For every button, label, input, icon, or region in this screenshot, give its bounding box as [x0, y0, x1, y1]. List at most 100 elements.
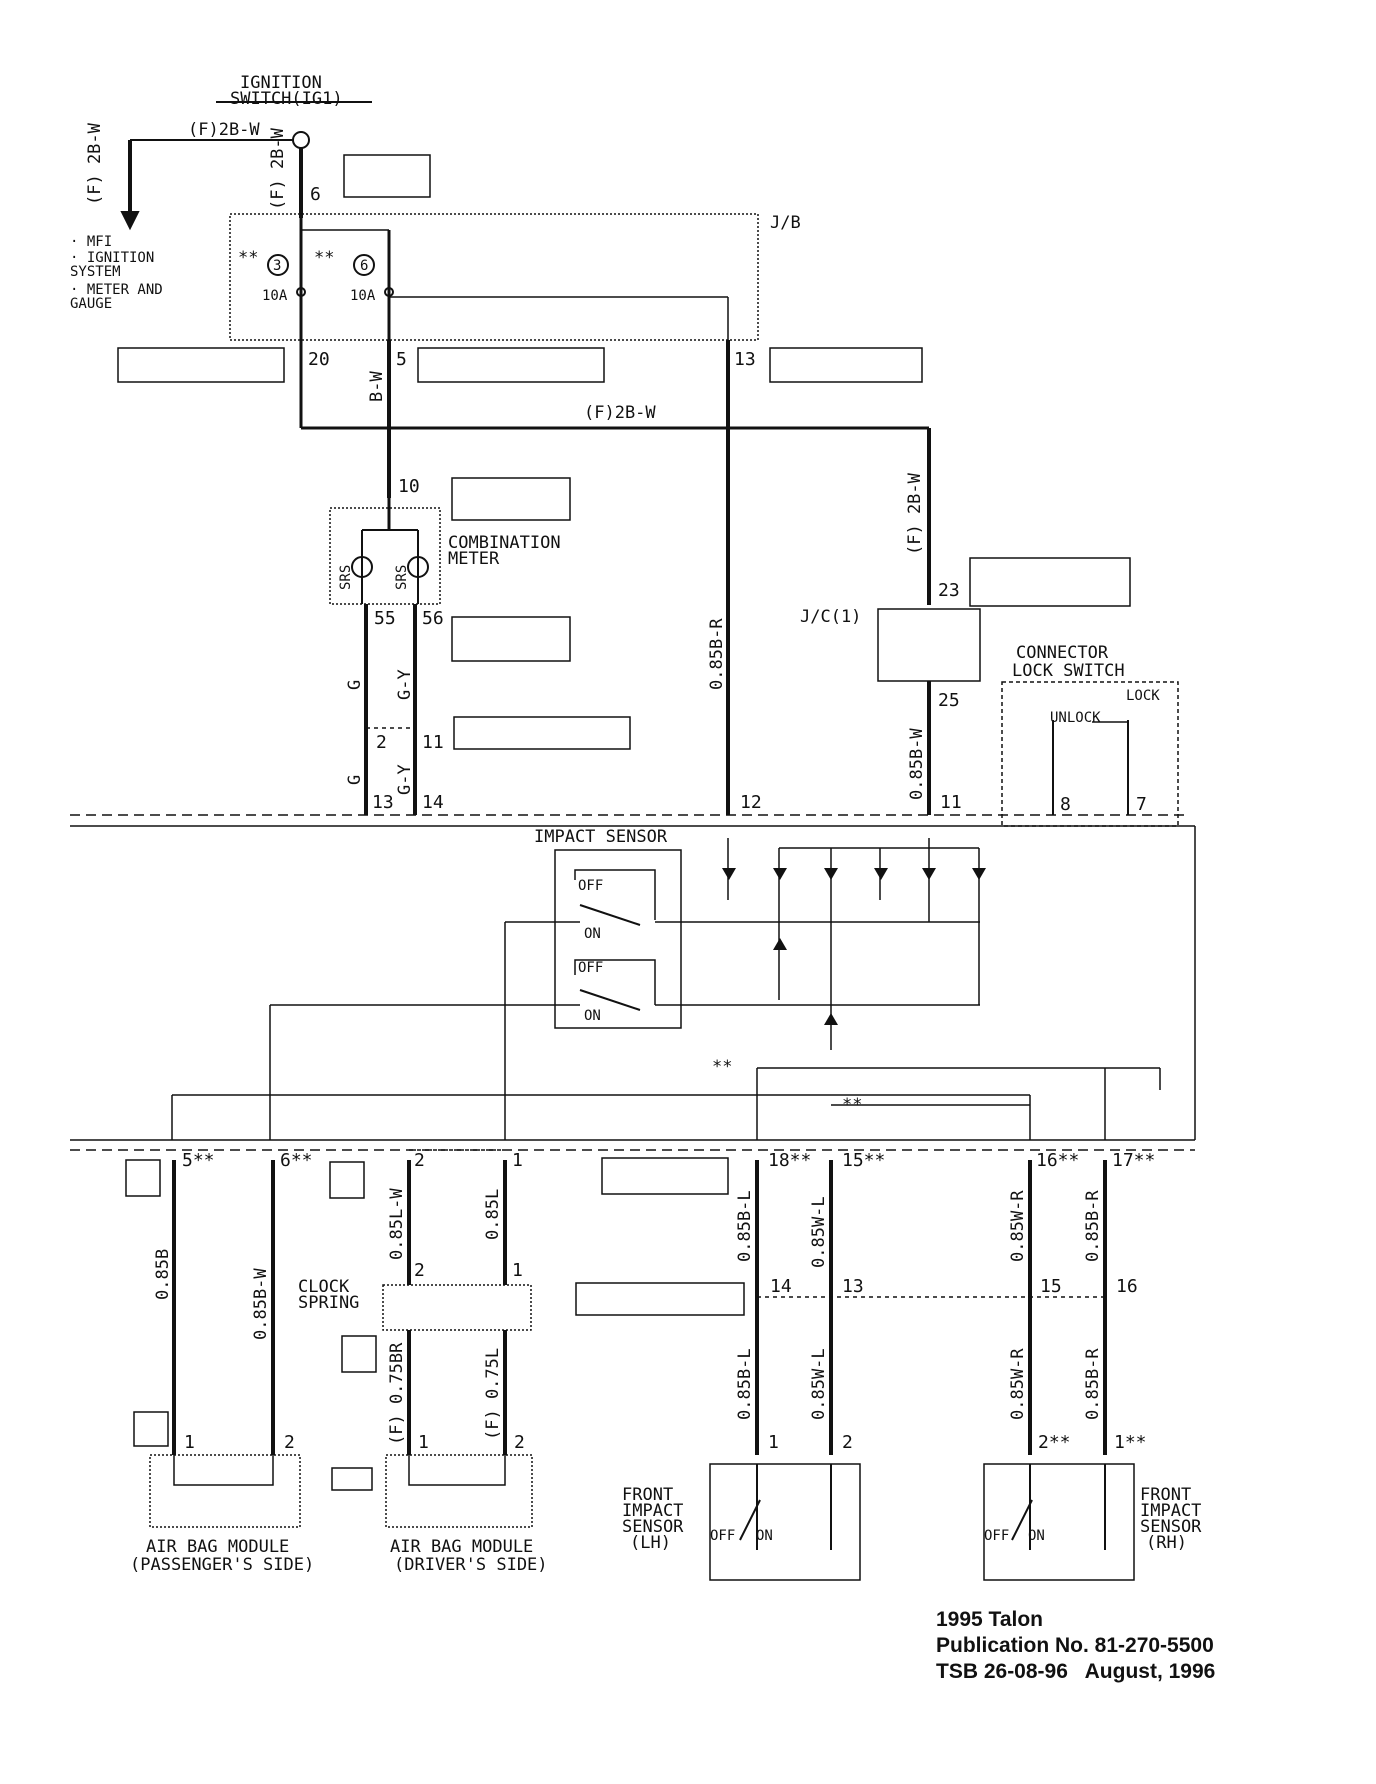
combination-meter-label2: METER — [448, 549, 500, 569]
fis-rh-on: ON — [1028, 1528, 1045, 1544]
pin-2: 2 — [376, 732, 387, 753]
pin-14: 14 — [422, 792, 444, 813]
jc-label: J/C(1) — [800, 607, 861, 627]
ignition-switch-label2: SWITCH(IG1) — [230, 89, 343, 109]
pin-56: 56 — [422, 608, 444, 629]
pin-8: 8 — [1060, 794, 1071, 815]
fis-rh-label3: SENSOR — [1140, 1517, 1202, 1537]
stars-fuse3-left: ** — [238, 248, 258, 268]
pin-1-module-p: 1 — [184, 1432, 195, 1453]
unlock-label: UNLOCK — [1050, 710, 1101, 726]
pin-1-fis-rh: 1** — [1114, 1432, 1147, 1453]
stars-2: ** — [842, 1095, 862, 1115]
pin-5-lower: 5** — [182, 1150, 215, 1171]
wire-085wl: 0.85W-L — [809, 1196, 829, 1268]
pin-2-module-d: 2 — [514, 1432, 525, 1453]
footer-model: 1995 Talon — [936, 1608, 1043, 1631]
wire-075br: (F) 0.75BR — [387, 1342, 407, 1445]
wire-085br: 0.85B-R — [707, 618, 727, 690]
wire-085br2: 0.85B-R — [1083, 1190, 1103, 1262]
pin-2b: 2 — [414, 1260, 425, 1281]
pin-11a: 11 — [422, 732, 444, 753]
jb-label: J/B — [770, 213, 801, 233]
pin-7: 7 — [1136, 794, 1147, 815]
pin-2-fis-lh: 2 — [842, 1432, 853, 1453]
clock-spring-label1: CLOCK — [298, 1277, 350, 1297]
pin-25: 25 — [938, 690, 960, 711]
wire-085bl2: 0.85B-L — [735, 1348, 755, 1420]
on-label-1: ON — [584, 926, 601, 942]
pin-15-lower: 15 — [1040, 1276, 1062, 1297]
wire-085bw-lower: 0.85B-W — [251, 1268, 271, 1340]
wire-label-main: (F) 2B-W — [268, 127, 288, 210]
on-label-2: ON — [584, 1008, 601, 1024]
pin-55: 55 — [374, 608, 396, 629]
wire-085wr: 0.85W-R — [1008, 1190, 1028, 1262]
pin-14-lower: 14 — [770, 1276, 792, 1297]
off-label-2: OFF — [578, 960, 603, 976]
wire-label-2bw-horiz: (F)2B-W — [584, 403, 656, 423]
srs-label2: SRS — [394, 565, 410, 590]
fuse6-number: 6 — [360, 258, 368, 274]
pin-13: 13 — [734, 349, 756, 370]
stars-fuse3-right: ** — [314, 248, 334, 268]
airbag-passenger-label2: (PASSENGER'S SIDE) — [130, 1555, 314, 1575]
fis-lh-label2: IMPACT — [622, 1501, 683, 1521]
stars-1: ** — [712, 1057, 732, 1077]
wire-label-top-left: (F)2B-W — [188, 120, 260, 140]
wire-label-drop: (F) 2B-W — [85, 122, 105, 205]
pin-10: 10 — [398, 476, 420, 497]
airbag-driver-label1: AIR BAG MODULE — [390, 1537, 533, 1557]
clock-spring-label2: SPRING — [298, 1293, 359, 1313]
wire-label-bw: B-W — [367, 371, 387, 402]
connector-label1: CONNECTOR — [1016, 643, 1109, 663]
pin-1-fis-lh: 1 — [768, 1432, 779, 1453]
pin-1b: 1 — [512, 1260, 523, 1281]
mfi-item-2: SYSTEM — [70, 264, 121, 280]
wire-085wl2: 0.85W-L — [809, 1348, 829, 1420]
wire-085wr2: 0.85W-R — [1008, 1348, 1028, 1420]
footer-tsb: TSB 26-08-96 August, 1996 — [936, 1660, 1216, 1683]
fis-lh-label3: SENSOR — [622, 1517, 684, 1537]
footer-publication: Publication No. 81-270-5500 — [936, 1634, 1214, 1657]
airbag-passenger-label1: AIR BAG MODULE — [146, 1537, 289, 1557]
impact-sensor-label: IMPACT SENSOR — [534, 827, 668, 847]
fuse3-number: 3 — [273, 258, 281, 274]
wire-085bw: 0.85B-W — [907, 728, 927, 800]
combination-meter-label1: COMBINATION — [448, 533, 561, 553]
fis-lh-label4: (LH) — [630, 1533, 671, 1553]
wire-g2: G — [345, 775, 365, 785]
fuse-amp-2: 10A — [350, 288, 376, 304]
fis-lh-off: OFF — [710, 1528, 735, 1544]
pin-1-lower: 1 — [512, 1150, 523, 1171]
pin-12: 12 — [740, 792, 762, 813]
wire-085bl: 0.85B-L — [735, 1190, 755, 1262]
pin-6: 6 — [310, 184, 321, 205]
wire-g1: G — [345, 680, 365, 690]
pin-13-lower: 13 — [842, 1276, 864, 1297]
pin-23: 23 — [938, 580, 960, 601]
fis-rh-label1: FRONT — [1140, 1485, 1191, 1505]
wire-gy1: G-Y — [395, 669, 415, 700]
off-label-1: OFF — [578, 878, 603, 894]
srs-label1: SRS — [338, 565, 354, 590]
mfi-item-0: · MFI — [70, 234, 112, 250]
pin-1-module-d: 1 — [418, 1432, 429, 1453]
mfi-item-4: GAUGE — [70, 296, 112, 312]
wire-085l: 0.85L — [483, 1189, 503, 1240]
mfi-item-1: · IGNITION — [70, 250, 154, 266]
pin-2-module-p: 2 — [284, 1432, 295, 1453]
fis-rh-label4: (RH) — [1146, 1533, 1187, 1553]
connector-label2: LOCK SWITCH — [1012, 661, 1125, 681]
ignition-switch-label: IGNITION — [240, 73, 322, 93]
pin-16: 16** — [1036, 1150, 1079, 1171]
pin-5: 5 — [396, 349, 407, 370]
pin-18: 18** — [768, 1150, 811, 1171]
pin-20: 20 — [308, 349, 330, 370]
pin-2-lower: 2 — [414, 1150, 425, 1171]
airbag-driver-label2: (DRIVER'S SIDE) — [394, 1555, 548, 1575]
fis-lh-label1: FRONT — [622, 1485, 673, 1505]
fis-lh-on: ON — [756, 1528, 773, 1544]
pin-6-lower: 6** — [280, 1150, 313, 1171]
